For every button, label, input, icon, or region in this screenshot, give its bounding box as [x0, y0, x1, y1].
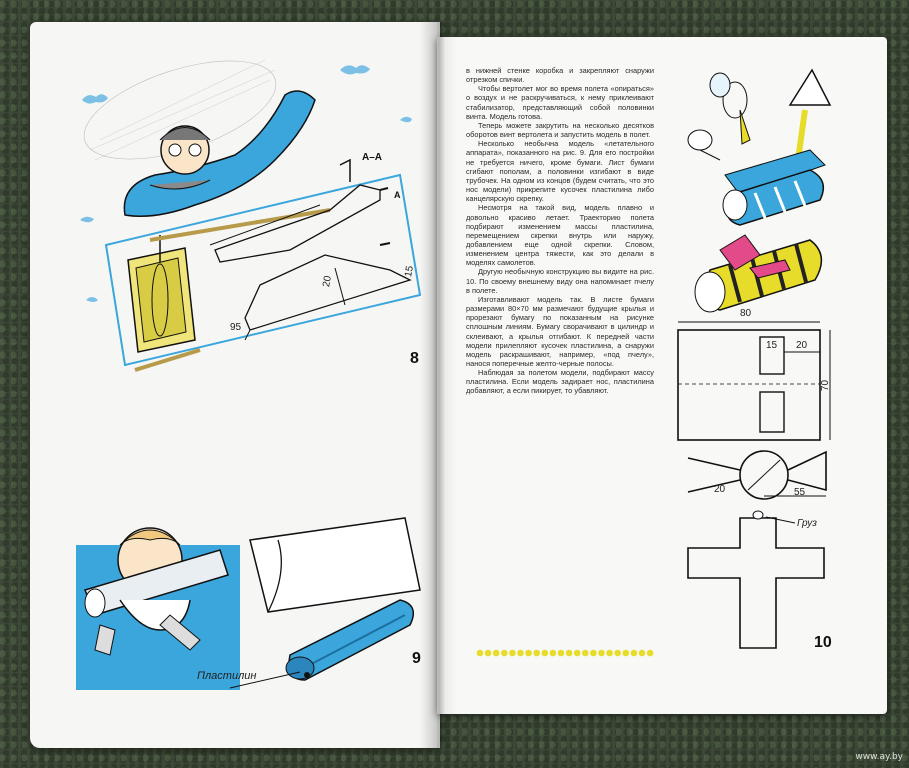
- divider-dot: [541, 649, 549, 657]
- divider-dot: [638, 649, 646, 657]
- divider-dot: [598, 649, 605, 657]
- paragraph: Несмотря на такой вид, модель плавно и д…: [466, 203, 654, 268]
- dimension-95: 95: [230, 322, 242, 333]
- divider-dot: [525, 649, 532, 657]
- divider-dot: [614, 649, 621, 657]
- watermark: www.ay.by: [855, 752, 903, 762]
- paragraph: в нижней стенке коробка и закрепляют сна…: [466, 66, 654, 85]
- divider-dot: [590, 649, 597, 657]
- divider-dot: [484, 649, 492, 657]
- divider-dot: [501, 649, 508, 657]
- paragraph: Наблюдая за полетом модели, подбирают ма…: [466, 368, 654, 396]
- article-text: в нижней стенке коробка и закрепляют сна…: [466, 66, 654, 396]
- divider-dot: [606, 649, 613, 657]
- figure-8-label: 8: [410, 350, 419, 367]
- dim-span: 55: [794, 487, 806, 498]
- divider-dot: [565, 649, 573, 657]
- dim-cut-a: 15: [766, 340, 778, 351]
- dim-diameter: 20: [714, 484, 726, 495]
- dim-cut-b: 20: [796, 340, 808, 351]
- divider-dot: [549, 649, 557, 657]
- dot-divider: [476, 649, 654, 657]
- paragraph: Другую необычную конструкцию вы видите н…: [466, 267, 654, 295]
- section-label: А–А: [362, 152, 383, 163]
- weight-label: Груз: [797, 518, 817, 529]
- divider-dot: [557, 649, 565, 657]
- paragraph: Чтобы вертолет мог во время полета «опир…: [466, 84, 654, 121]
- divider-dot: [533, 649, 540, 657]
- divider-dot: [509, 649, 516, 657]
- divider-dot: [622, 649, 630, 657]
- paragraph: Изготавливают модель так. В листе бумаги…: [466, 294, 654, 368]
- figure-10-label: 10: [814, 634, 832, 651]
- dim-height: 70: [820, 379, 832, 392]
- divider-dot: [517, 649, 524, 657]
- paragraph: Теперь можете закрутить на несколько дес…: [466, 120, 654, 140]
- plasticine-label: Пластилин: [197, 670, 257, 682]
- dim-width: 80: [740, 308, 752, 319]
- divider-dot: [573, 649, 581, 657]
- paragraph: Несколько необычна модель «летательного …: [466, 139, 654, 204]
- cloud-icon: [80, 65, 412, 302]
- divider-dot: [492, 649, 500, 657]
- divider-dot: [630, 649, 638, 657]
- divider-dot: [476, 649, 484, 657]
- figure-9-label: 9: [412, 650, 421, 667]
- divider-dot: [646, 649, 654, 657]
- divider-dot: [582, 649, 589, 657]
- arrow-label: А: [394, 190, 401, 200]
- right-page: [437, 37, 887, 714]
